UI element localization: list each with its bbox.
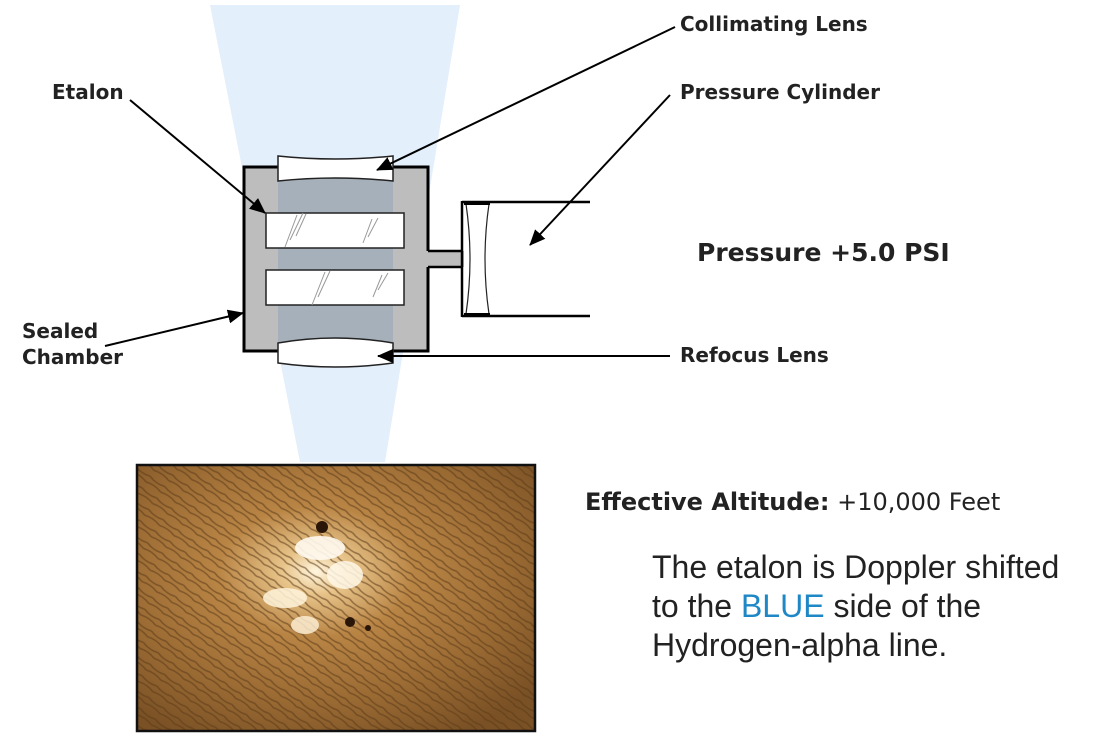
altitude-label: Effective Altitude: [585,488,830,516]
description-text-1: The etalon is Doppler shifted to the [652,549,1060,624]
pressure-cylinder-arrow [529,94,671,246]
description-text-2: side of the Hydrogen-alpha line. [652,588,982,663]
collimating-lens [277,155,394,182]
etalon-arrow [129,99,266,214]
solar-h-alpha-image [135,463,537,733]
etalon-plates [265,212,405,306]
sealed-chamber-label-line1: Sealed [22,319,99,343]
collimating-lens-label: Collimating Lens [680,12,868,36]
pressure-cylinder-label: Pressure Cylinder [680,80,880,104]
collimating-lens-arrow [376,26,676,171]
altitude-value: +10,000 Feet [837,488,1001,516]
beam-in-chamber [278,168,393,350]
refocus-lens [277,337,394,368]
pressure-cylinder [460,200,590,318]
refocus-lens-label: Refocus Lens [680,343,829,367]
effective-altitude: Effective Altitude: +10,000 Feet [585,488,1000,516]
blue-highlight: BLUE [740,588,825,624]
sealed-chamber-arrow [104,309,244,347]
sealed-chamber-label-line2: Chamber [22,345,123,369]
doppler-description: The etalon is Doppler shifted to the BLU… [652,548,1092,665]
pressure-readout: Pressure +5.0 PSI [697,238,950,267]
etalon-label: Etalon [52,80,124,104]
